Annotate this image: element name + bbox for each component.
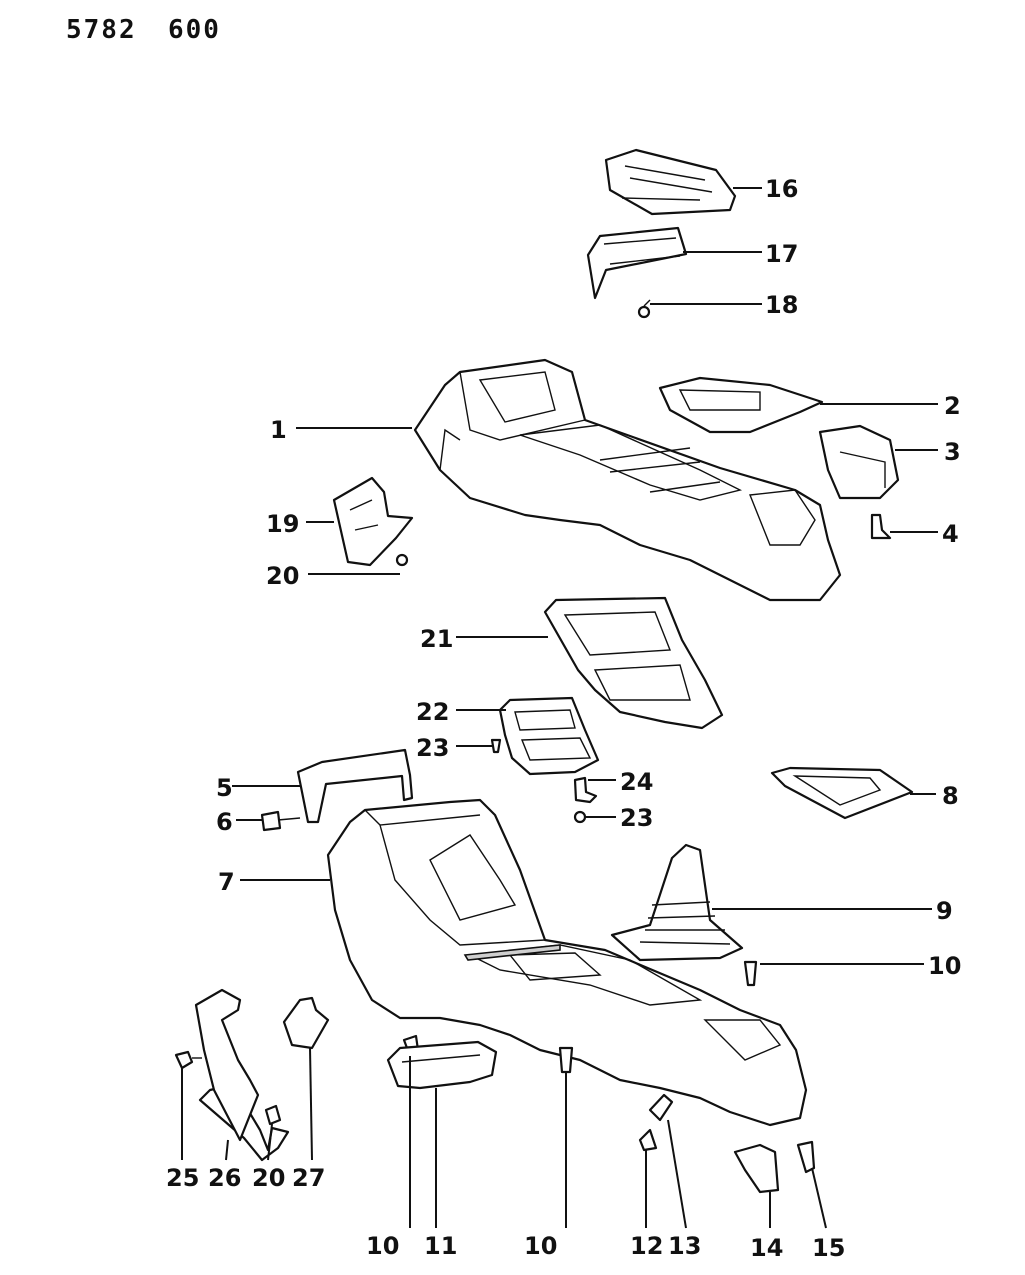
callout-16: 16 <box>765 175 798 203</box>
part-11-handle <box>386 1040 498 1090</box>
part-1-upper-console <box>413 358 842 602</box>
callout-15: 15 <box>812 1234 845 1262</box>
callout-14: 14 <box>750 1234 783 1262</box>
part-19-bracket <box>332 476 414 567</box>
callout-7: 7 <box>218 868 235 896</box>
part-20-screw-upper <box>395 553 409 567</box>
callout-6: 6 <box>216 808 233 836</box>
callout-8: 8 <box>942 782 959 810</box>
part-10-fastener-mid <box>558 1046 574 1074</box>
part-18-screw <box>637 299 651 319</box>
callout-27: 27 <box>292 1164 325 1192</box>
callout-5: 5 <box>216 774 233 802</box>
part-17-bracket <box>586 226 688 300</box>
part-5-bracket <box>296 748 414 824</box>
callout-11: 11 <box>424 1232 457 1260</box>
leader-lines <box>181 187 938 1229</box>
callout-20-lower: 20 <box>252 1164 285 1192</box>
part-24-clip <box>573 776 598 804</box>
part-10-fastener-right <box>743 960 758 987</box>
part-8-cover-plate <box>770 766 914 820</box>
callout-10-right: 10 <box>928 952 961 980</box>
callout-10-left: 10 <box>366 1232 399 1260</box>
callout-2: 2 <box>944 392 961 420</box>
callout-13: 13 <box>668 1232 701 1260</box>
callout-9: 9 <box>936 897 953 925</box>
part-25-bolt <box>174 1050 202 1070</box>
part-21-trim-panel <box>543 596 724 730</box>
part-9-shift-boot <box>610 843 744 962</box>
diagram-code-left: 5782 <box>66 15 137 45</box>
callout-19: 19 <box>266 510 299 538</box>
part-27-clip <box>282 996 330 1050</box>
callout-3: 3 <box>944 438 961 466</box>
callout-10-mid: 10 <box>524 1232 557 1260</box>
part-7-lower-console <box>326 798 808 1127</box>
part-2-lid <box>658 376 824 434</box>
part-12-clip <box>638 1128 658 1152</box>
part-23-screw-b <box>573 810 587 824</box>
callout-18: 18 <box>765 291 798 319</box>
callout-23-lower: 23 <box>620 804 653 832</box>
callout-24: 24 <box>620 768 653 796</box>
callout-22: 22 <box>416 698 449 726</box>
part-23-screw-a <box>490 738 502 754</box>
part-13-bracket <box>648 1093 674 1122</box>
part-26-plate <box>194 988 260 1142</box>
callout-26: 26 <box>208 1164 241 1192</box>
callout-1: 1 <box>270 416 287 444</box>
callout-labels: 16 17 18 1 2 3 4 19 20 21 22 23 24 23 5 … <box>166 175 961 1262</box>
part-15-bolt <box>796 1140 816 1174</box>
callout-21: 21 <box>420 625 453 653</box>
callout-12: 12 <box>630 1232 663 1260</box>
part-16-panel <box>604 148 737 216</box>
callout-20-upper: 20 <box>266 562 299 590</box>
part-20-screw-lower <box>264 1104 282 1126</box>
part-3-box <box>818 424 900 500</box>
part-22-bezel <box>498 696 600 776</box>
part-6-bolt <box>260 810 301 832</box>
diagram-code-right: 600 <box>168 15 221 45</box>
callout-25: 25 <box>166 1164 199 1192</box>
callout-23-upper: 23 <box>416 734 449 762</box>
callout-4: 4 <box>942 520 959 548</box>
callout-17: 17 <box>765 240 798 268</box>
part-14-bracket <box>733 1143 780 1194</box>
part-4-clip <box>870 513 892 540</box>
